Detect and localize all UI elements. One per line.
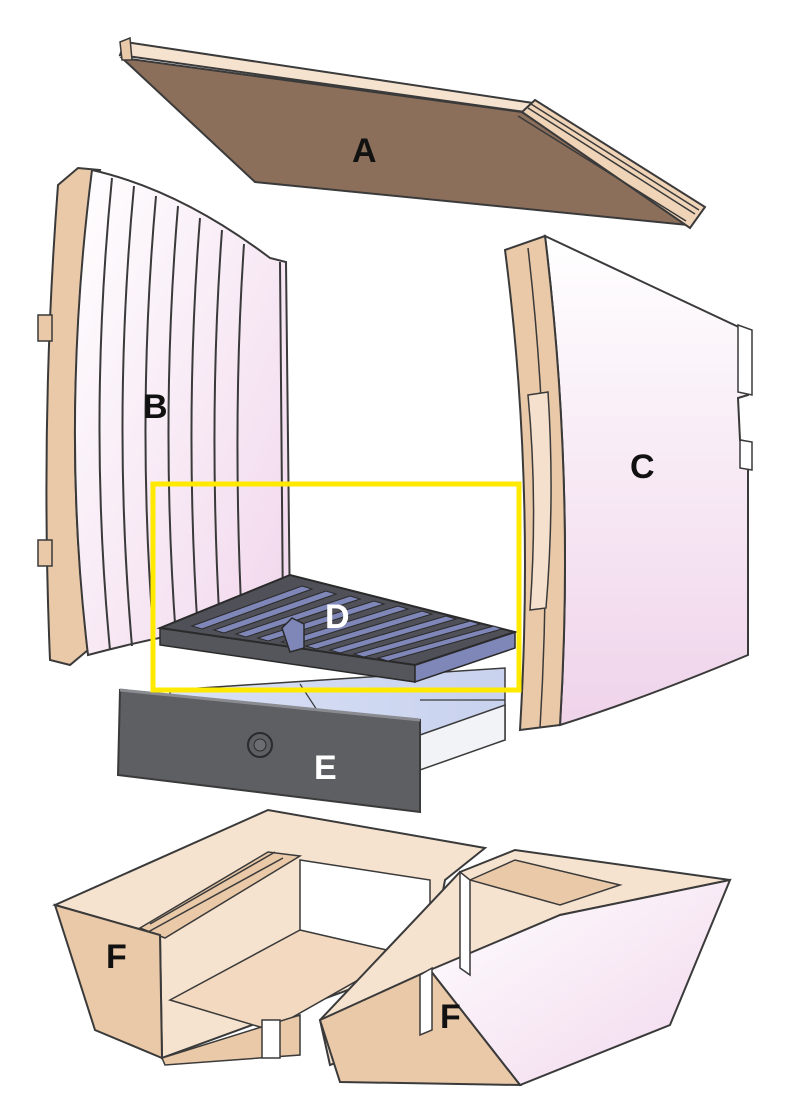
highlight-box xyxy=(150,481,522,693)
part-e-ash-drawer xyxy=(116,667,506,814)
label-b: B xyxy=(143,388,168,426)
part-b-left-wall xyxy=(37,166,292,667)
part-a-top-slab xyxy=(118,36,707,230)
part-c-right-wall xyxy=(503,234,753,732)
label-e: E xyxy=(314,749,337,787)
label-f-left: F xyxy=(106,938,127,976)
label-d: D xyxy=(325,598,350,636)
label-c: C xyxy=(630,448,655,486)
part-f-right-base xyxy=(318,848,732,1087)
label-f-right: F xyxy=(440,998,461,1036)
part-d-grate xyxy=(156,573,519,684)
label-a: A xyxy=(352,132,377,170)
